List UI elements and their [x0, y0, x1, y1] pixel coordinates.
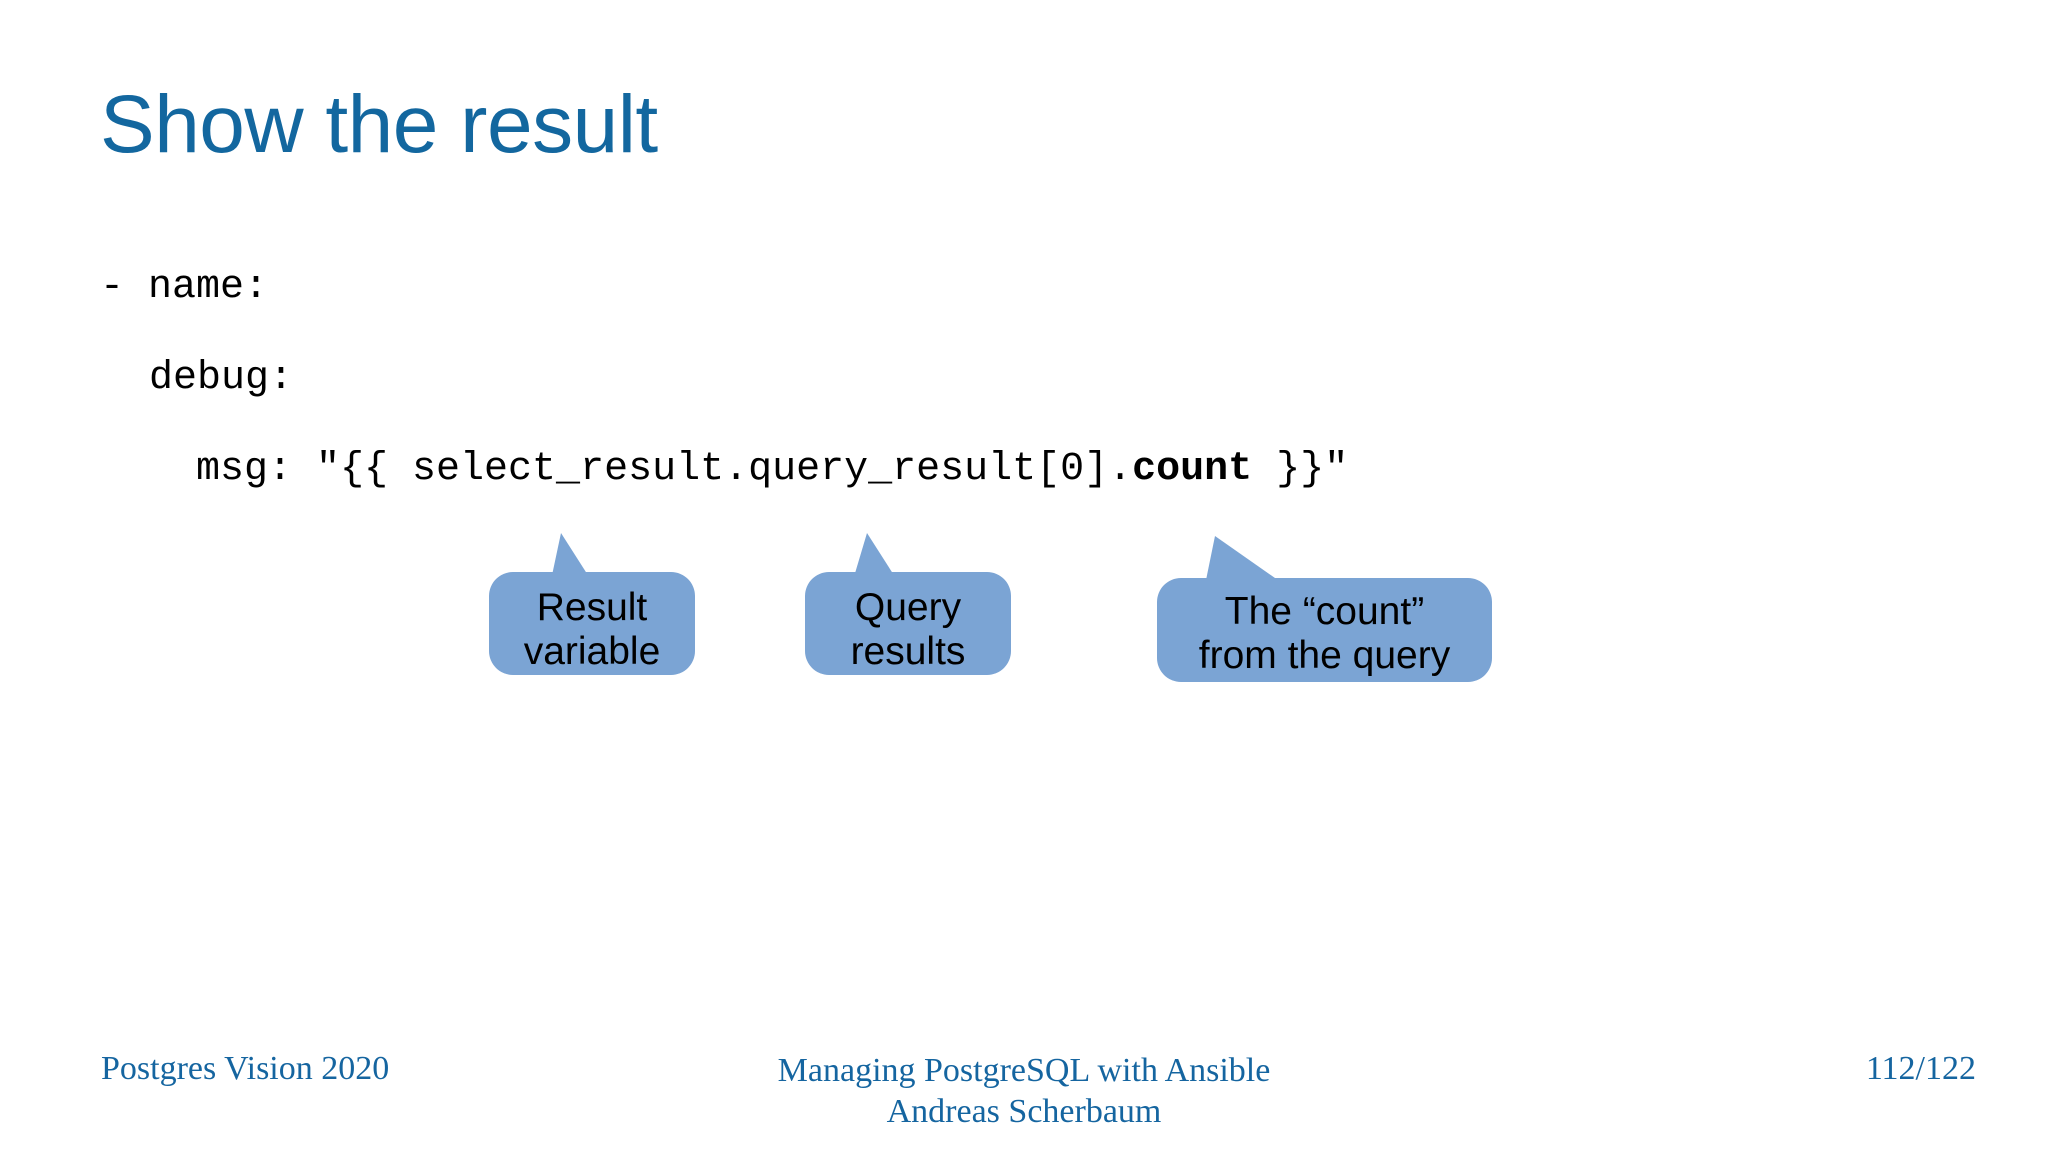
code-line-name: - name:	[100, 265, 269, 310]
footer-event-name: Postgres Vision 2020	[101, 1050, 390, 1087]
code-line-msg: msg: "{{ select_result.query_result[0].c…	[196, 450, 1348, 490]
callout-count-from-query-shape	[1157, 536, 1492, 682]
callout-tail-icon	[1205, 536, 1285, 585]
code-msg-prefix: msg: "{{ select_result.query_result[0].	[196, 447, 1133, 492]
callout-result-variable-shape	[489, 533, 695, 675]
code-msg-bold-count: count	[1132, 447, 1253, 492]
code-line-debug: debug:	[149, 356, 294, 401]
page-title: Show the result	[100, 79, 658, 170]
slide-footer: Postgres Vision 2020 Managing PostgreSQL…	[0, 1050, 2048, 1152]
callout-result-variable: Result variable	[489, 528, 695, 675]
footer-page-number: 112/122	[1865, 1050, 1976, 1087]
callout-body	[805, 572, 1011, 675]
callout-body	[1157, 578, 1492, 682]
callout-tail-icon	[853, 533, 897, 580]
code-msg-suffix: }}"	[1252, 447, 1349, 492]
callout-query-results: Query results	[805, 528, 1011, 675]
callout-count-from-query: The “count” from the query	[1157, 530, 1492, 682]
callout-tail-icon	[551, 533, 591, 580]
footer-talk-title: Managing PostgreSQL with Ansible Andreas…	[777, 1052, 1271, 1131]
callout-body	[489, 572, 695, 675]
callout-query-results-shape	[805, 533, 1011, 675]
